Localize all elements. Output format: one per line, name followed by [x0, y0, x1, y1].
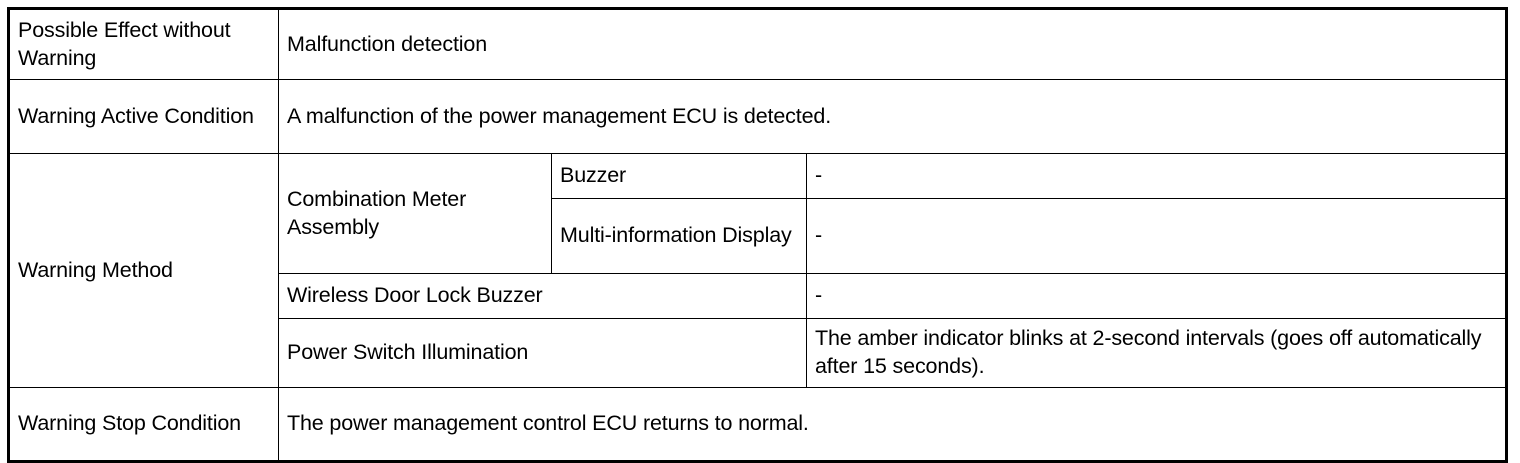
- method-item-multi-information-display: Multi-information Display: [551, 198, 807, 274]
- table-row-warning-method-power-switch-illumination: Power Switch Illumination The amber indi…: [9, 318, 1508, 388]
- row-value-warning-stop-condition: The power management control ECU returns…: [277, 387, 1508, 462]
- table-row-warning-method-buzzer: Warning Method Combination Meter Assembl…: [8, 153, 1508, 388]
- table-row-warning-active-condition: Warning Active Condition A malfunction o…: [8, 79, 1508, 154]
- row-value-possible-effect: Malfunction detection: [277, 8, 1508, 80]
- row-label-warning-stop-condition: Warning Stop Condition: [8, 387, 279, 462]
- row-label-warning-method: Warning Method: [8, 153, 279, 388]
- warning-spec-table: Possible Effect without Warning Malfunct…: [7, 7, 1509, 463]
- method-value-multi-information-display: -: [805, 198, 1508, 274]
- method-item-buzzer: Buzzer: [551, 153, 807, 199]
- method-value-wireless-door-lock-buzzer: -: [805, 273, 1508, 319]
- method-group-combination-meter-assembly: Combination Meter Assembly: [278, 153, 552, 274]
- row-value-warning-active-condition: A malfunction of the power management EC…: [277, 79, 1508, 154]
- table-row-warning-stop-condition: Warning Stop Condition The power managem…: [8, 387, 1508, 462]
- table-row-warning-method-wireless-door-lock-buzzer: Wireless Door Lock Buzzer -: [9, 273, 1508, 319]
- method-value-power-switch-illumination: The amber indicator blinks at 2-second i…: [805, 318, 1508, 388]
- table-row-warning-method-multi-information-display: Multi-information Display -: [9, 198, 1508, 274]
- method-value-buzzer: -: [805, 153, 1508, 199]
- row-label-possible-effect: Possible Effect without Warning: [8, 8, 279, 80]
- method-group-power-switch-illumination: Power Switch Illumination: [278, 318, 807, 388]
- method-group-wireless-door-lock-buzzer: Wireless Door Lock Buzzer: [278, 273, 807, 319]
- row-label-warning-active-condition: Warning Active Condition: [8, 79, 279, 154]
- table-row-possible-effect: Possible Effect without Warning Malfunct…: [8, 8, 1508, 80]
